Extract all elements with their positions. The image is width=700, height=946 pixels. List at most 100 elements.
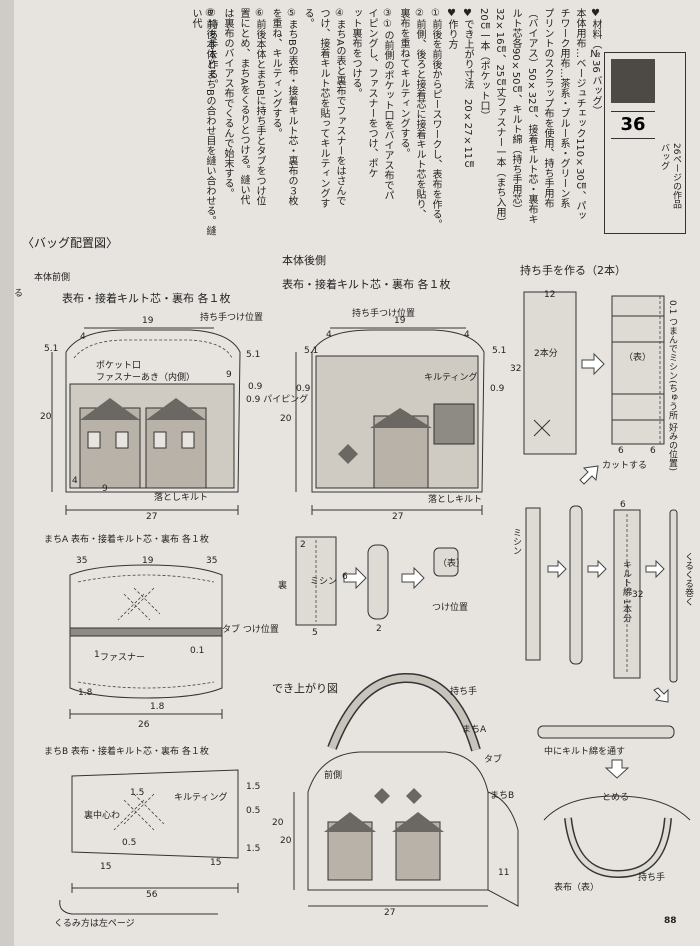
handle-roll: くるくる巻く <box>683 552 693 606</box>
instruction-line: を重ね、キルティングする。 <box>270 8 281 138</box>
gusset-b-d7: 15 <box>100 862 112 872</box>
back-body-diagram <box>295 327 485 515</box>
gusset-b-d8: 15 <box>210 858 222 868</box>
finished-front-label: 前側 <box>324 771 343 781</box>
back-side-1: 5.1 <box>304 346 319 356</box>
handle-cut-label: カットする <box>602 461 648 471</box>
instruction-line: ①前後を前後からピースワークし、表布を作る。 <box>430 8 441 229</box>
book-spine <box>0 0 14 946</box>
gusset-b-diagram <box>59 769 239 915</box>
handle-stop: とめる <box>602 793 630 803</box>
back-d1: 4 <box>326 330 332 340</box>
back-d3: 0.9 <box>296 384 311 394</box>
handle-position-2: 持ち手つけ位置 <box>352 309 416 319</box>
instruction-line: 裏布を重ねてキルティングする。 <box>398 8 409 158</box>
gusset-a-t2: 19 <box>142 556 154 566</box>
gusset-b-d4: 0.5 <box>246 806 261 816</box>
handle-outer-fabric: 表布（表） <box>554 883 600 893</box>
gusset-a-t3: 35 <box>206 556 218 566</box>
finished-height: 20 <box>280 836 292 846</box>
finished-depth: 11 <box>498 868 510 878</box>
quilting-label-b: キルティング <box>174 793 228 803</box>
instruction-line: （バイアス）50×32㎝、接着キルト芯・裏布キ <box>526 8 537 225</box>
gusset-b-height: 20 <box>272 818 284 828</box>
gusset-a-diagram <box>69 564 223 719</box>
tab-attach-label: つけ位置 <box>432 603 469 613</box>
drop-stitch-2: 落としキルト <box>428 495 483 505</box>
instruction-line: ♥材料（№36 バッグ） <box>590 8 601 116</box>
pattern-page: ♥材料（№36 バッグ）本体用布…ベージュチェック110×30㎝、パッチワーク用… <box>14 0 700 946</box>
front-d6: 4 <box>72 476 78 486</box>
instruction-line: は裏布のバイアス布でくるんで始末する。 <box>222 8 233 198</box>
back-d2: 4 <box>464 330 470 340</box>
gusset-a-b1: 1.8 <box>78 688 93 698</box>
instruction-block: ♥材料（№36 バッグ）本体用布…ベージュチェック110×30㎝、パッチワーク用… <box>164 4 604 236</box>
handle-pass-batting: 中にキルト綿を通す <box>544 747 626 757</box>
back-d4: 0.9 <box>490 384 505 394</box>
instruction-line: ♥でき上がり寸法 20×27×11㎝ <box>462 8 473 170</box>
tab-position-label: タブ つけ位置 <box>222 625 279 635</box>
gusset-b-width: 56 <box>146 890 158 900</box>
layout-title: 〈バッグ配置図〉 <box>22 236 119 250</box>
front-title: 本体前側 <box>34 273 71 283</box>
finished-gusset-b-label: まちB <box>490 791 515 801</box>
instruction-line: 置にとめ、まちAをくるりとつける。縫い代 <box>238 8 249 205</box>
tab-steps-diagram <box>295 536 459 626</box>
finished-tab-label: タブ <box>484 755 503 765</box>
instruction-line: 本体用布…ベージュチェック110×30㎝、パッ <box>574 8 585 221</box>
instruction-line: ②前側、後ろと接着芯に接着キルト芯を貼り、 <box>414 8 425 219</box>
badge-caption-2: バッグ <box>659 143 669 170</box>
front-side-2: 5.1 <box>246 350 261 360</box>
gusset-a-t1: 35 <box>76 556 88 566</box>
instruction-line: 20㎝一本（ポケット口） <box>478 8 489 121</box>
front-d1: 4 <box>80 332 86 342</box>
handle-d32: 32 <box>632 590 644 600</box>
handle-s1: 6 <box>618 446 624 456</box>
back-height: 20 <box>280 414 292 424</box>
gusset-a-b2: 1.8 <box>150 702 165 712</box>
handle-final-label: 持ち手 <box>638 873 666 883</box>
handle-title: 持ち手を作る（2本） <box>520 264 626 277</box>
instruction-line: ⑥前後本体とまちBに持ち手とタブをつけ位 <box>254 8 265 206</box>
tab-dim-b: 6 <box>342 572 348 582</box>
finished-width: 27 <box>384 908 396 918</box>
back-width: 27 <box>392 512 404 522</box>
diagram-svg <box>51 291 691 915</box>
gusset-a-title: まちA 表布・接着キルト芯・裏布 各１枚 <box>44 535 209 545</box>
drop-stitch-1: 落としキルト <box>154 493 209 503</box>
zipper-note: ファスナーあき（内側） <box>96 373 196 383</box>
finished-gusset-a-label: まちA <box>462 725 487 735</box>
finished-bag-diagram <box>293 672 519 907</box>
instruction-line: ⑧前後本体とまちBの合わせ目を縫い合わせる。縫い代 <box>190 8 215 236</box>
instruction-line: ♥作り方 <box>446 8 457 49</box>
project-badge: 36 26ページの作品 バッグ <box>604 52 686 234</box>
front-height: 20 <box>40 412 52 422</box>
instruction-line: ③①の前側のポケット口をバイアス布でパ <box>382 8 393 200</box>
center-line-label: 裏中心わ <box>84 811 121 821</box>
front-d2: 9 <box>226 370 232 380</box>
page-number: 88 <box>664 916 677 926</box>
gusset-b-d2: 1.5 <box>246 782 261 792</box>
tab-dim-a: 2 <box>300 540 306 550</box>
badge-number: 36 <box>611 111 655 139</box>
instruction-line: ット裏布をつける。 <box>350 8 361 98</box>
gusset-a-f1: 1 <box>94 650 100 660</box>
handle-s2: 6 <box>650 446 656 456</box>
tab-dim-d: 2 <box>376 624 382 634</box>
piping-label: 0.9 パイピング <box>246 395 309 405</box>
front-side-1: 5.1 <box>44 344 59 354</box>
instruction-line: 32×16㎝、25㎝丈ファスナー一本（まち入用） <box>494 8 505 228</box>
handle-sewing: ミシン <box>511 528 521 555</box>
quilting-label-back: キルティング <box>424 373 478 383</box>
instruction-line: ルト芯各90×50㎝、キルト綿（持ち手用芯） <box>510 8 521 215</box>
front-width: 27 <box>146 512 158 522</box>
front-d3: 0.9 <box>248 382 263 392</box>
handle-fold-note: 0.1 つまんでミシン(ちゅう所 好みの位置) <box>667 300 677 472</box>
handle-s3: 6 <box>620 500 626 510</box>
finished-title: でき上がり図 <box>272 682 338 695</box>
handle-width: 12 <box>544 290 556 300</box>
handle-steps-diagram <box>523 291 691 879</box>
instruction-line: プリントのスクラップ布を使用、持ち手用布 <box>542 8 553 208</box>
instruction-line: る。 <box>302 8 313 28</box>
handle-two-pieces: 2本分 <box>534 349 558 359</box>
